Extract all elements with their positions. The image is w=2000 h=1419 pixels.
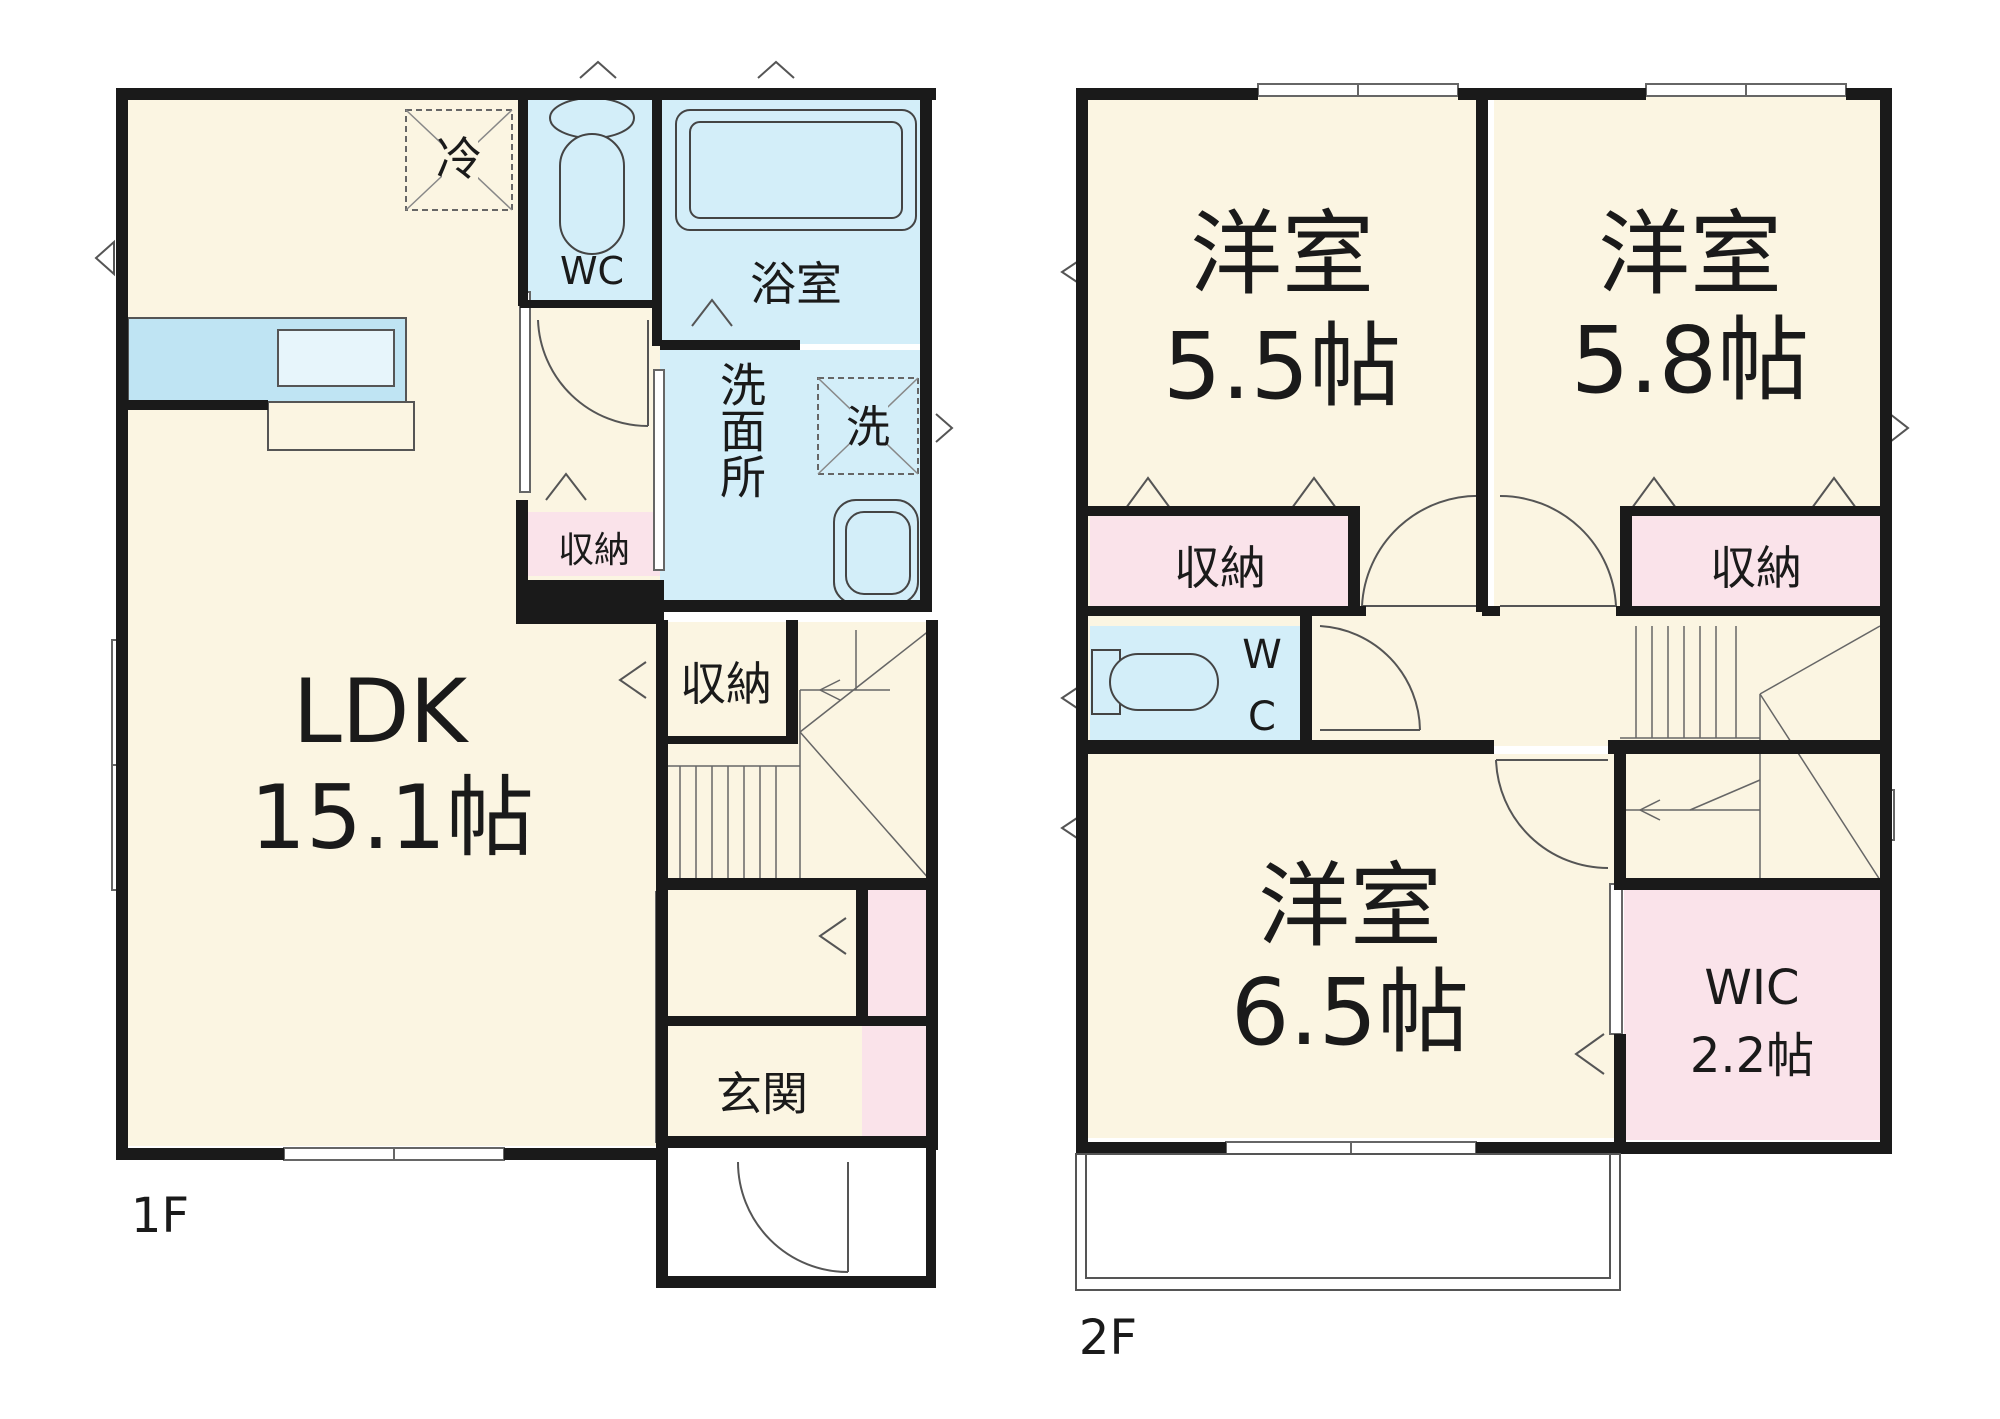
entrance-pink bbox=[862, 1026, 926, 1140]
storage-2-label: 収納 bbox=[1710, 541, 1802, 595]
closet-1f-pink bbox=[862, 890, 926, 1016]
fridge-box bbox=[405, 109, 513, 211]
room1-size: 5.5帖 bbox=[1163, 313, 1401, 420]
wc-2f-label-bottom: C bbox=[1248, 694, 1276, 740]
stairs-1f bbox=[664, 629, 931, 881]
storage-1-area bbox=[1090, 514, 1352, 610]
walls-1f bbox=[116, 88, 938, 1288]
balcony bbox=[1075, 1153, 1621, 1291]
door-swings-2f bbox=[1060, 259, 1910, 1075]
room3-size: 6.5帖 bbox=[1231, 959, 1469, 1066]
kitchen-bar bbox=[267, 401, 415, 451]
wic-size: 2.2帖 bbox=[1690, 1028, 1814, 1084]
ldk-lower-extension bbox=[520, 620, 664, 900]
closet-1f-area bbox=[664, 886, 862, 1018]
washer-label: 洗 bbox=[846, 402, 890, 453]
storage-1-label: 収納 bbox=[1174, 541, 1266, 595]
storage-2-area bbox=[1630, 514, 1880, 610]
room2-name: 洋室 bbox=[1598, 201, 1782, 308]
ldk-size: 15.1帖 bbox=[250, 766, 534, 869]
ldk-name: LDK bbox=[293, 660, 470, 763]
door-swings-1f bbox=[94, 60, 954, 1273]
wic-name: WIC bbox=[1704, 960, 1799, 1016]
kitchen-sink bbox=[277, 329, 395, 387]
floor-2f-label: 2F bbox=[1079, 1310, 1137, 1366]
room2-size: 5.8帖 bbox=[1571, 307, 1809, 414]
toilet-2f bbox=[1091, 649, 1219, 715]
room3-area bbox=[1088, 754, 1614, 1138]
toilet-1f bbox=[549, 97, 635, 255]
washer-box bbox=[817, 377, 919, 475]
floor-1f: 冷 洗 bbox=[94, 60, 954, 1288]
wc-1f-label: WC bbox=[560, 249, 624, 293]
room3-name: 洋室 bbox=[1258, 853, 1442, 960]
floor-1f-label: 1F bbox=[131, 1188, 189, 1244]
bath-label: 浴室 bbox=[750, 257, 842, 311]
wc-2f-label-top: W bbox=[1242, 632, 1282, 678]
wic-area bbox=[1624, 890, 1882, 1140]
storage-a-area bbox=[526, 512, 660, 576]
walls-2f bbox=[1076, 88, 1892, 1154]
fridge-label: 冷 bbox=[436, 132, 482, 186]
windows-2f bbox=[1225, 83, 1895, 1155]
entrance-label: 玄関 bbox=[716, 1067, 808, 1121]
room1-name: 洋室 bbox=[1190, 201, 1374, 308]
washroom-label: 洗面所 bbox=[713, 361, 767, 499]
storage-b-label: 収納 bbox=[680, 657, 772, 711]
stairs-2f bbox=[1620, 625, 1881, 881]
storage-a-label: 収納 bbox=[558, 530, 630, 571]
floor-2f: 洋室 5.5帖 洋室 5.8帖 洋室 6.5帖 収納 収納 W C WIC 2.… bbox=[1060, 83, 1910, 1366]
entrance-area bbox=[664, 1024, 862, 1140]
